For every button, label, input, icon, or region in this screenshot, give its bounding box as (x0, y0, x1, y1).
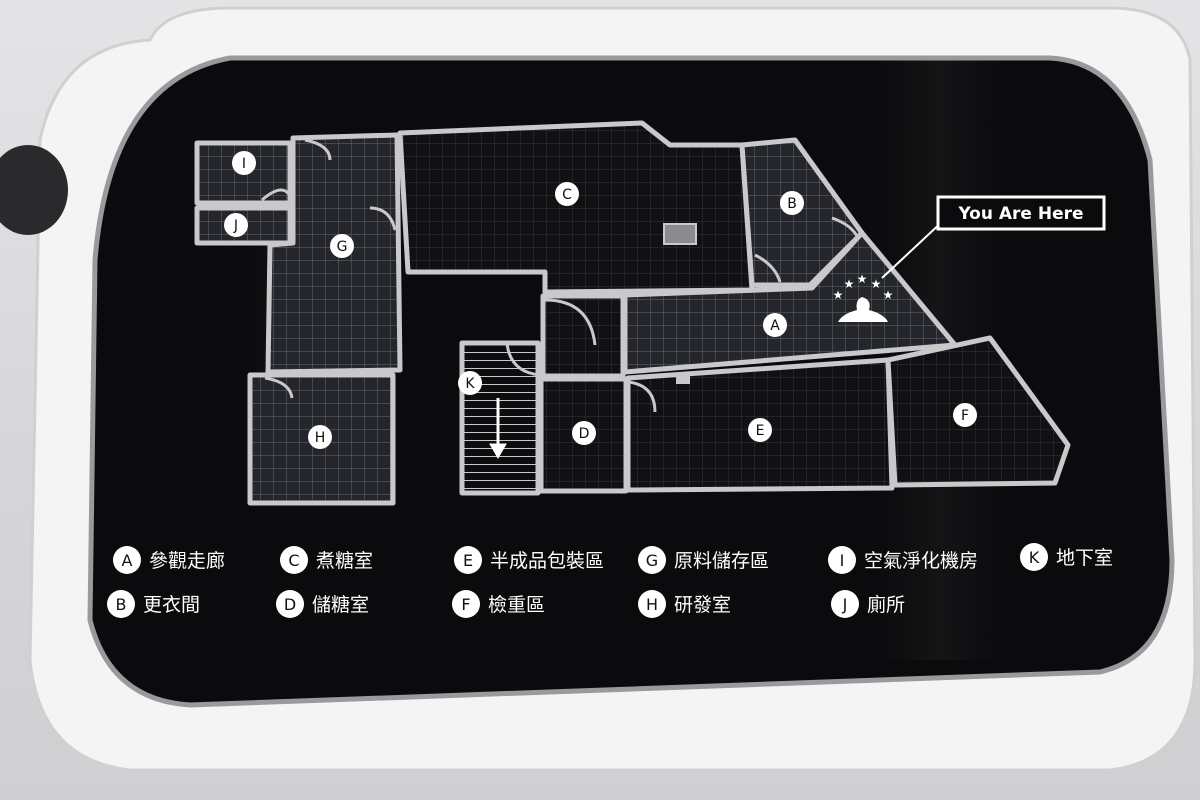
room-C-area (397, 120, 755, 295)
room-letter-d: D (579, 426, 590, 442)
room-badge-circle (953, 403, 977, 427)
legend-label: 廁所 (867, 593, 905, 616)
small-room (540, 293, 626, 379)
legend-item-k: K 地下室 (1020, 543, 1113, 571)
legend-item-g: G 原料儲存區 (638, 546, 769, 574)
legend-item-i: I 空氣淨化機房 (828, 546, 978, 574)
legend-letter: A (122, 551, 133, 570)
room-letter-b: B (787, 196, 797, 212)
room-badge-circle (763, 313, 787, 337)
legend-letter: G (646, 551, 658, 570)
room-letter-f: F (961, 408, 969, 424)
room-letter-g: G (337, 239, 348, 255)
room-badge-g: G (330, 234, 354, 258)
legend-label: 更衣間 (143, 594, 200, 616)
legend-badge (452, 590, 480, 618)
legend-item-j: J 廁所 (831, 590, 905, 618)
room-badge-circle (224, 213, 248, 237)
room-badge-d: D (572, 421, 596, 445)
legend-label: 儲糖室 (312, 594, 369, 616)
room-badge-i: I (232, 151, 256, 175)
svg-text:★: ★ (883, 288, 894, 302)
room-letter-e: E (756, 423, 765, 439)
room-badge-circle (458, 371, 482, 395)
you-are-here-label: You Are Here (957, 204, 1083, 224)
legend-item-d: D 儲糖室 (276, 590, 369, 618)
legend-label: 地下室 (1056, 547, 1113, 569)
legend-label: 空氣淨化機房 (864, 550, 978, 572)
room-letter-j: J (233, 218, 238, 234)
legend-letter: D (284, 595, 296, 614)
svg-text:★: ★ (871, 277, 882, 291)
legend-letter: E (463, 551, 473, 570)
side-knob (0, 145, 68, 235)
legend-letter: B (116, 595, 127, 614)
room-badge-c: C (555, 182, 579, 206)
legend-letter: I (840, 551, 845, 570)
fixture (676, 374, 690, 384)
room-badge-circle (308, 425, 332, 449)
room-badge-circle (748, 418, 772, 442)
legend-letter: H (646, 595, 658, 614)
room-badge-circle (232, 151, 256, 175)
room-K-area (459, 340, 541, 496)
down-arrow-icon (489, 398, 507, 460)
legend-letter: C (288, 551, 299, 570)
room-badge-circle (555, 182, 579, 206)
you-are-here-marker: You Are Here ★★★ ★★ (833, 195, 1106, 322)
legend-item-e: E 半成品包裝區 (454, 546, 604, 574)
legend-item-c: C 煮糖室 (280, 546, 373, 574)
legend-letter: F (461, 595, 470, 614)
legend-item-a: A 參觀走廊 (113, 546, 225, 574)
room-badge-f: F (953, 403, 977, 427)
legend-badge (276, 590, 304, 618)
legend-badge (831, 590, 859, 618)
room-badge-circle (330, 234, 354, 258)
fixture (663, 223, 697, 245)
svg-text:★: ★ (833, 288, 844, 302)
room-badge-circle (572, 421, 596, 445)
legend-letter: K (1029, 548, 1040, 567)
legend-badge (107, 590, 135, 618)
room-badge-j: J (224, 213, 248, 237)
svg-text:★: ★ (857, 272, 868, 286)
legend-label: 煮糖室 (316, 550, 373, 572)
you-are-here-box (936, 195, 1106, 231)
legend-label: 研發室 (674, 594, 731, 616)
room-letter-c: C (562, 187, 572, 203)
room-F-area (885, 335, 1071, 488)
room-badge-a: A (763, 313, 787, 337)
room-letter-a: A (770, 318, 780, 334)
room-letter-k: K (465, 376, 475, 392)
legend-badge (1020, 543, 1048, 571)
room-letter-h: H (315, 430, 326, 446)
legend-label: 檢重區 (488, 594, 545, 616)
legend-item-h: H 研發室 (638, 590, 731, 618)
legend-badge (828, 546, 856, 574)
star-icon: ★★★ ★★ (833, 272, 894, 302)
room-badge-h: H (308, 425, 332, 449)
legend-label: 半成品包裝區 (490, 550, 604, 572)
room-badge-circle (780, 191, 804, 215)
legend-label: 參觀走廊 (149, 550, 225, 572)
legend-badge (280, 546, 308, 574)
legend-badge (638, 546, 666, 574)
legend-label: 原料儲存區 (674, 550, 769, 572)
room-badges: A B C D E F G H I J K (224, 151, 977, 449)
room-badge-e: E (748, 418, 772, 442)
room-badge-k: K (458, 371, 482, 395)
legend-badge (113, 546, 141, 574)
legend-item-b: B 更衣間 (107, 590, 200, 618)
legend-badge (638, 590, 666, 618)
legend-letter: J (842, 595, 848, 614)
room-badge-b: B (780, 191, 804, 215)
svg-text:★: ★ (844, 277, 855, 291)
legend-badge (454, 546, 482, 574)
room-letter-i: I (242, 156, 246, 172)
person-silhouette-icon (838, 297, 888, 322)
door-arcs (261, 138, 860, 413)
legend-item-f: F 檢重區 (452, 590, 545, 618)
